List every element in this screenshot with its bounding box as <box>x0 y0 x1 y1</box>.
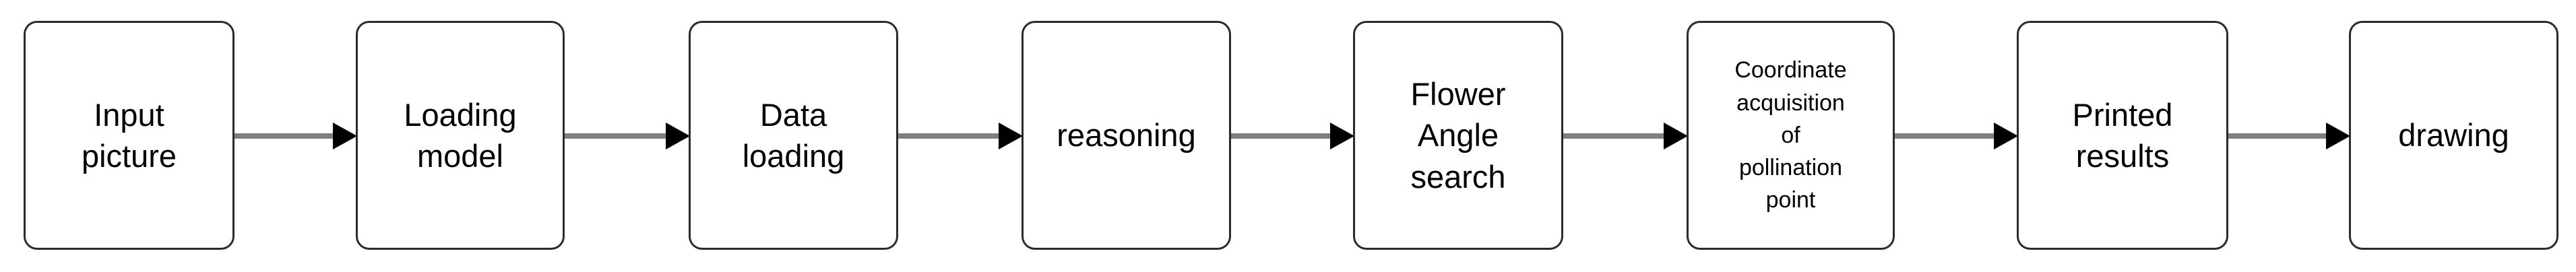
flow-node-data-loading[interactable]: Data loading <box>689 21 898 250</box>
flow-node-label: Input picture <box>81 96 177 174</box>
arrow-head-icon <box>666 123 690 149</box>
flow-node-loading-model[interactable]: Loading model <box>356 21 565 250</box>
arrow-head-icon <box>333 123 357 149</box>
arrow-line <box>565 133 670 139</box>
flow-node-coordinate-acquisition[interactable]: Coordinate acquisition of pollination po… <box>1687 21 1895 250</box>
arrow-line <box>1563 133 1668 139</box>
flow-arrow <box>2228 122 2350 150</box>
flow-node-label: Data loading <box>742 96 845 174</box>
flow-node-label: Printed results <box>2072 96 2173 174</box>
flow-node-flower-angle-search[interactable]: Flower Angle search <box>1353 21 1563 250</box>
flow-node-label: Loading model <box>404 96 517 174</box>
flow-arrow <box>1563 122 1688 150</box>
flow-node-input-picture[interactable]: Input picture <box>24 21 234 250</box>
flow-node-label: reasoning <box>1057 117 1196 154</box>
arrow-line <box>1895 133 1998 139</box>
arrow-line <box>898 133 1003 139</box>
flow-arrow <box>1231 122 1354 150</box>
arrow-line <box>234 133 337 139</box>
arrow-line <box>1231 133 1334 139</box>
arrow-head-icon <box>1330 123 1354 149</box>
flow-node-label: Coordinate acquisition of pollination po… <box>1734 57 1847 213</box>
flow-arrow <box>898 122 1023 150</box>
flow-node-label: Flower Angle search <box>1410 76 1506 195</box>
arrow-head-icon <box>999 123 1023 149</box>
arrow-head-icon <box>1664 123 1688 149</box>
flow-arrow <box>234 122 357 150</box>
arrow-head-icon <box>2326 123 2350 149</box>
flow-node-printed-results[interactable]: Printed results <box>2017 21 2228 250</box>
flow-node-label: drawing <box>2398 117 2509 154</box>
flow-node-drawing[interactable]: drawing <box>2349 21 2558 250</box>
flow-arrow <box>1895 122 2018 150</box>
arrow-line <box>2228 133 2330 139</box>
flow-node-reasoning[interactable]: reasoning <box>1022 21 1231 250</box>
arrow-head-icon <box>1994 123 2018 149</box>
flow-arrow <box>565 122 690 150</box>
